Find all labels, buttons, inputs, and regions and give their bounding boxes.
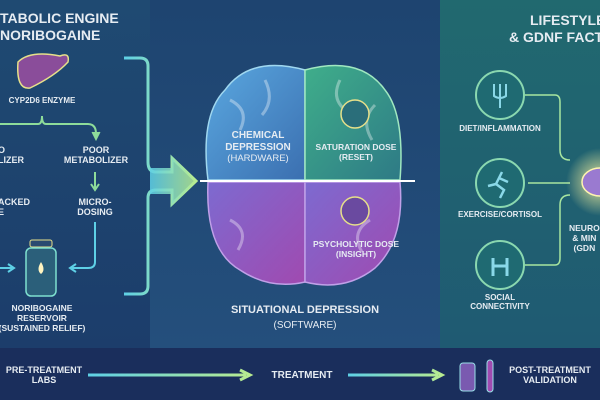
situational-depression-label: SITUATIONAL DEPRESSION	[230, 304, 380, 316]
lifestyle-title-line1: LIFESTYLE	[530, 12, 600, 28]
poor-metabolizer-label: POOR METABOLIZER	[63, 145, 129, 166]
liver-icon	[17, 53, 70, 89]
flow-arrow-2	[348, 368, 446, 382]
brain-illustration	[200, 64, 415, 286]
connector-left-reservoir	[0, 263, 16, 273]
psycholytic-dose-label: PSYCHOLYTIC DOSE (INSIGHT)	[312, 239, 400, 259]
bottle-icon	[25, 239, 57, 297]
enzyme-label: CYP2D6 ENZYME	[8, 96, 76, 105]
diet-label: DIET/INFLAMMATION	[459, 124, 541, 133]
chemical-depression-label: CHEMICAL DEPRESSION	[225, 130, 291, 153]
psycholytic-icon	[340, 196, 370, 226]
situational-depression-sub: (SOFTWARE)	[273, 320, 337, 331]
branch-connector	[0, 115, 97, 135]
metabolic-title-line1: TABOLIC ENGINE	[0, 10, 119, 26]
lifestyle-connectors	[525, 94, 571, 266]
big-arrow-head	[150, 158, 196, 204]
lab-vial-icon	[459, 359, 494, 393]
saturation-dose-label: SATURATION DOSE (RESET)	[315, 142, 397, 162]
arrow-microdosing	[90, 172, 100, 192]
saturation-icon	[340, 99, 370, 129]
connector-to-reservoir	[68, 222, 96, 273]
flow-arrow-1	[88, 368, 254, 382]
arrow-poor	[91, 131, 101, 142]
lifestyle-title-line2: & GDNF FACT	[509, 29, 600, 45]
exercise-label: EXERCISE/CORTISOL	[457, 210, 542, 219]
pre-treatment-labs-step: PRE-TREATMENT LABS	[5, 365, 83, 386]
stacked-label: ACKED E	[0, 197, 31, 218]
social-label: SOCIAL CONNECTIVITY	[470, 293, 530, 312]
running-person-icon	[475, 158, 525, 208]
neuro-label: NEURO & MIN (GDN	[569, 223, 600, 253]
microdosing-label: MICRO- DOSING	[77, 197, 113, 218]
post-treatment-validation-step: POST-TREATMENT VALIDATION	[509, 365, 591, 386]
metabolic-title-line2: NORIBOGAINE	[0, 27, 101, 43]
neuro-brain-icon	[581, 167, 600, 197]
rapid-metabolizer-label: O LIZER	[0, 145, 24, 166]
treatment-step: TREATMENT	[271, 370, 333, 381]
chemical-depression-sub: (HARDWARE)	[227, 153, 289, 164]
reservoir-label: NORIBOGAINE RESERVOIR (SUSTAINED RELIEF)	[0, 303, 86, 333]
